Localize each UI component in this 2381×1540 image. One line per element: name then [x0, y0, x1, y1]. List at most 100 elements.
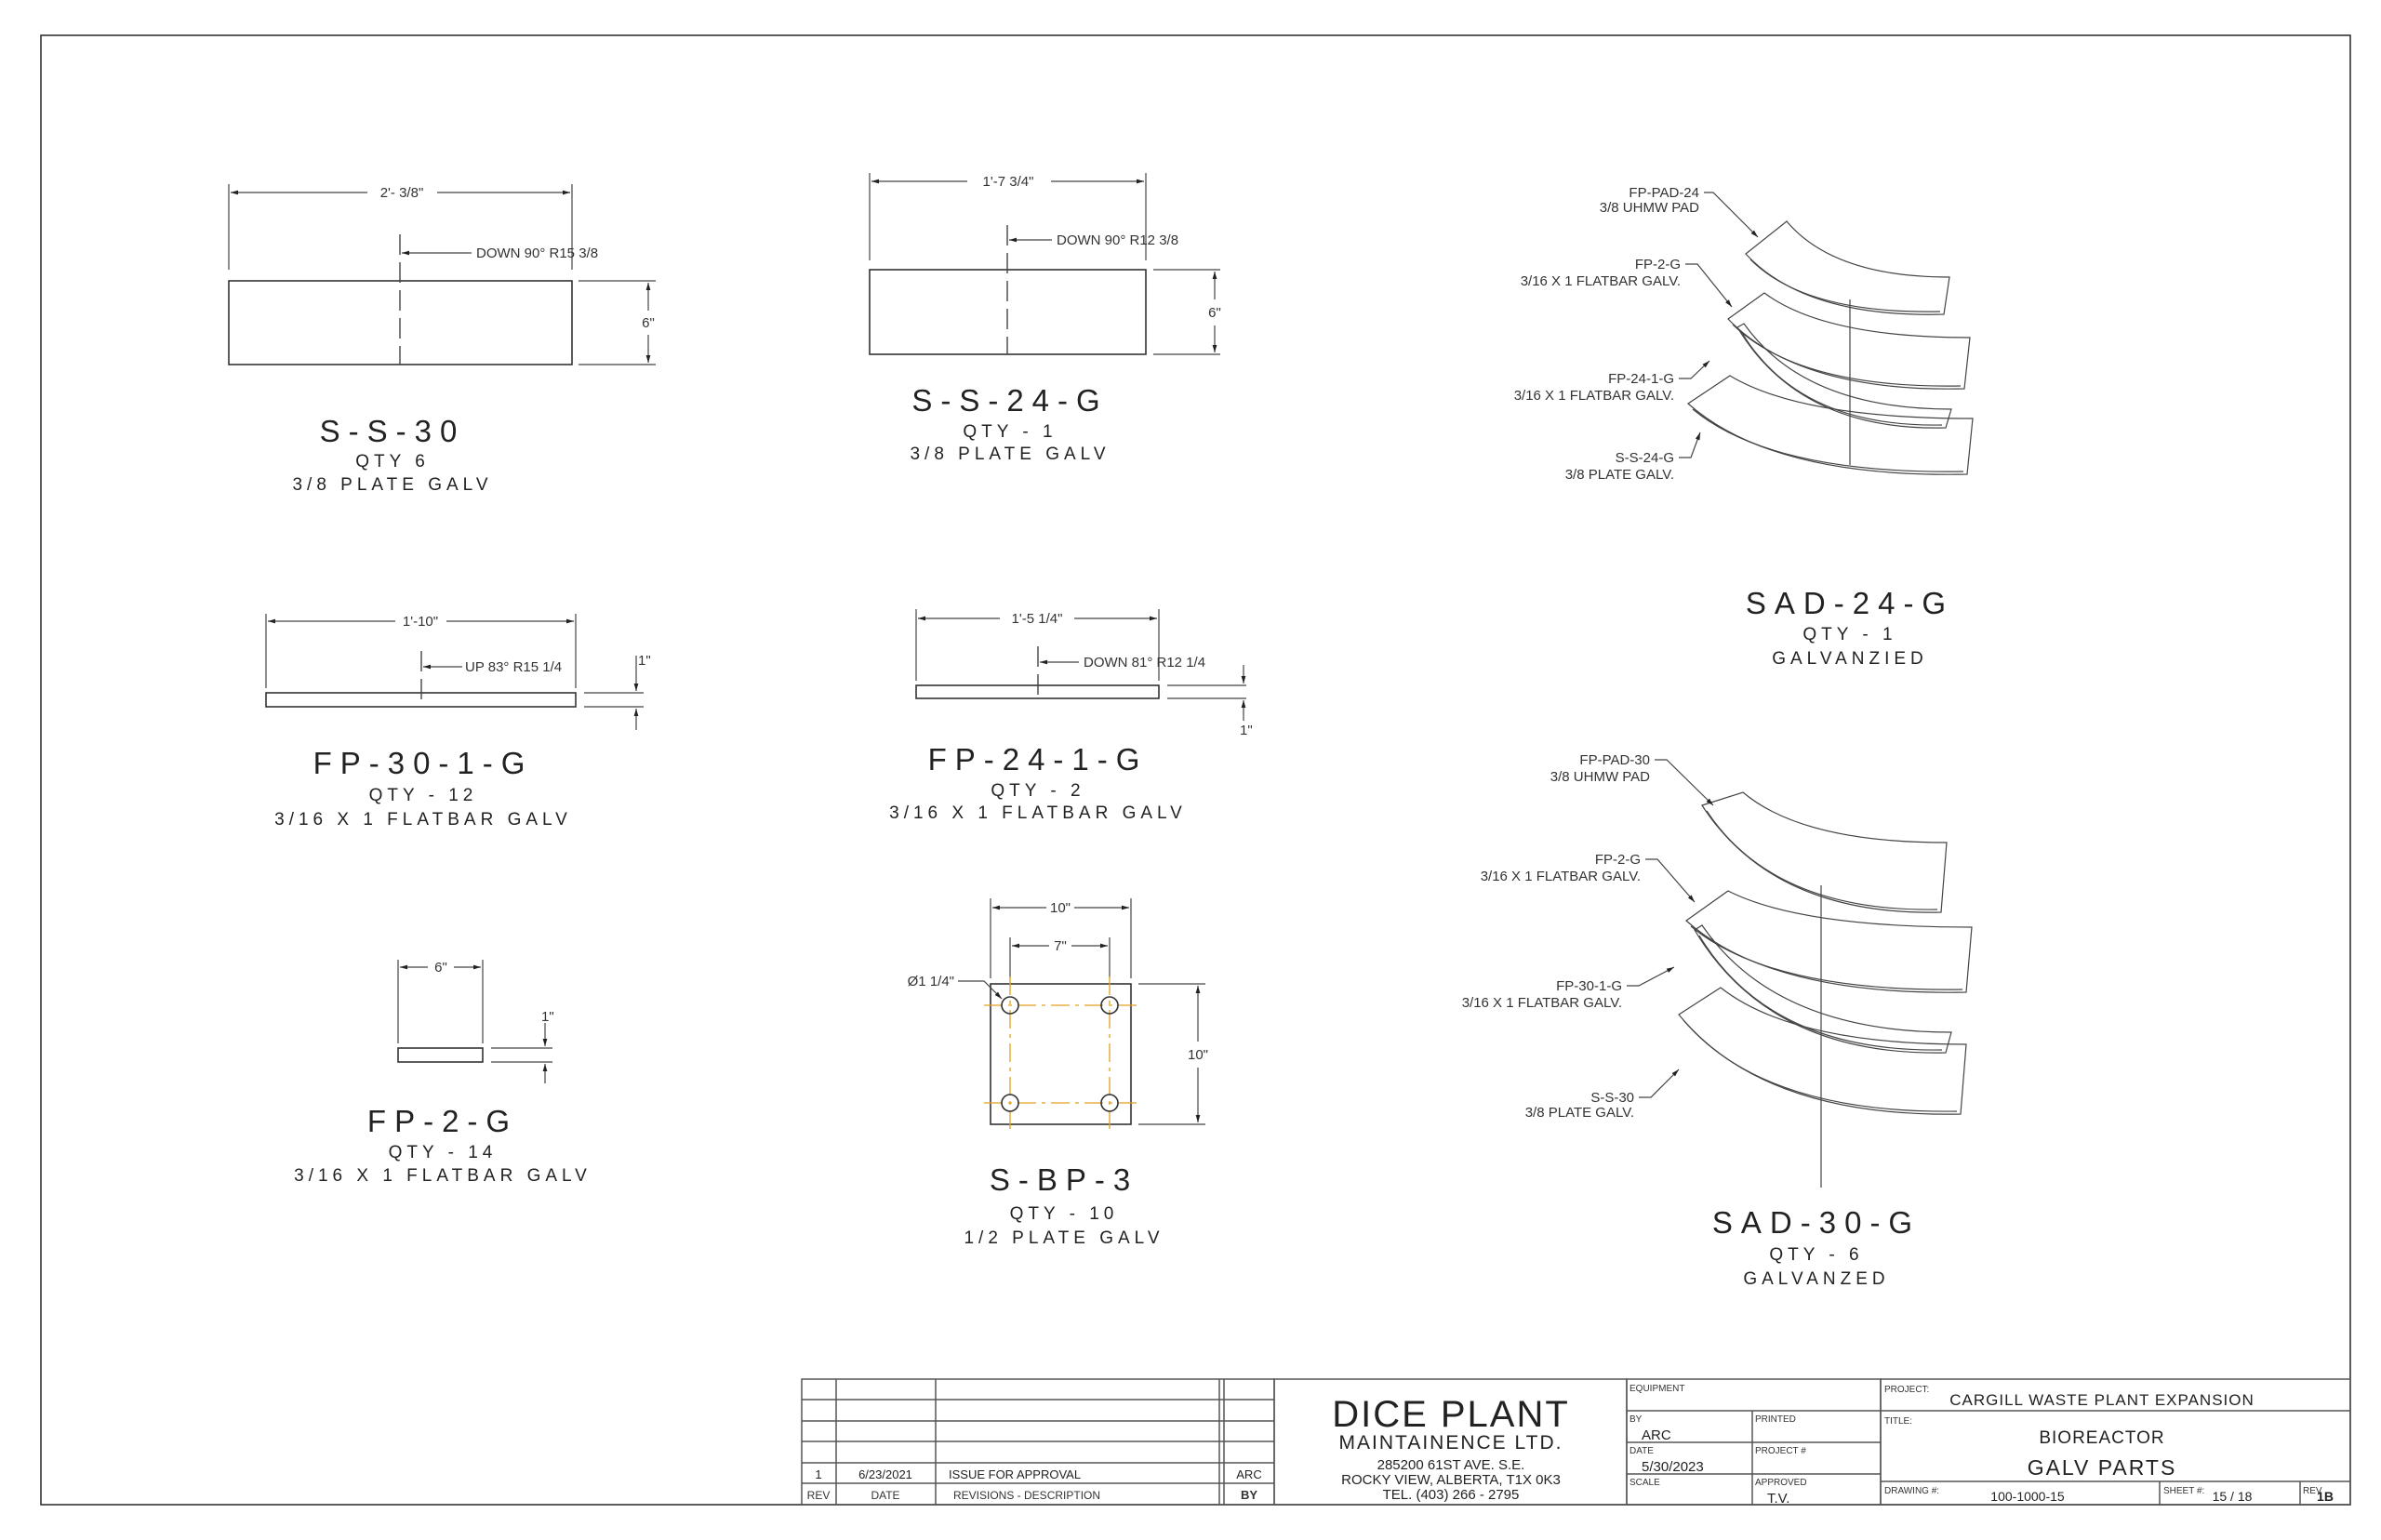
svg-text:REVISIONS - DESCRIPTION: REVISIONS - DESCRIPTION [953, 1489, 1100, 1502]
assembly-sad-30-g: FP-PAD-303/8 UHMW PAD FP-2-G3/16 X 1 FLA… [1462, 752, 1973, 1289]
bolt-hole [1100, 1094, 1119, 1112]
bolt-hole [1001, 1094, 1019, 1112]
length-dimension: 6" [434, 960, 447, 976]
svg-text:FP-24-1-G: FP-24-1-G [1608, 371, 1674, 387]
title-line-2: GALV PARTS [2028, 1455, 2177, 1480]
bolt-hole [1100, 996, 1119, 1015]
drawn-by: ARC [1642, 1427, 1671, 1443]
svg-text:SCALE: SCALE [1629, 1478, 1660, 1488]
svg-text:ISSUE FOR APPROVAL: ISSUE FOR APPROVAL [949, 1467, 1081, 1481]
end-bar [1727, 292, 1971, 390]
svg-text:FP-PAD-24: FP-PAD-24 [1629, 185, 1699, 201]
revision-table: 1 6/23/2021 ISSUE FOR APPROVAL ARC REV D… [801, 1378, 1275, 1506]
curved-flatbar-edge [1741, 332, 1943, 426]
height-dimension: 10" [1188, 1047, 1208, 1063]
svg-text:DATE: DATE [871, 1489, 899, 1502]
part-material: 1/2 PLATE GALV [964, 1228, 1164, 1248]
company-name-2: MAINTAINENCE LTD. [1339, 1432, 1563, 1454]
part-name: S-S-24-G [911, 383, 1108, 418]
svg-text:FP-PAD-30: FP-PAD-30 [1579, 752, 1650, 768]
curved-flatbar [1736, 323, 1952, 429]
company-address-1: 285200 61ST AVE. S.E. [1377, 1457, 1525, 1473]
end-bar [1685, 890, 1973, 993]
callout: S-S-303/8 PLATE GALV. [1525, 1069, 1680, 1121]
callout: FP-PAD-303/8 UHMW PAD [1550, 752, 1714, 806]
part-name: FP-24-1-G [928, 742, 1149, 777]
project-name: CARGILL WASTE PLANT EXPANSION [1949, 1391, 2255, 1409]
part-material: 3/16 X 1 FLATBAR GALV [294, 1166, 592, 1186]
curved-flatbar [1694, 924, 1952, 1054]
revision-code: 1B [2317, 1489, 2334, 1504]
bend-note: DOWN 90° R15 3/8 [476, 246, 598, 261]
bend-note: UP 83° R15 1/4 [465, 659, 562, 675]
curved-plate-edge [1692, 408, 1964, 472]
svg-text:ARC: ARC [1236, 1467, 1261, 1481]
svg-text:BY: BY [1629, 1414, 1643, 1425]
svg-text:3/16 X 1 FLATBAR GALV.: 3/16 X 1 FLATBAR GALV. [1462, 995, 1622, 1011]
svg-text:3/16 X 1 FLATBAR GALV.: 3/16 X 1 FLATBAR GALV. [1521, 273, 1681, 289]
svg-text:FP-2-G: FP-2-G [1595, 852, 1641, 868]
svg-text:S-S-30: S-S-30 [1590, 1090, 1634, 1106]
svg-text:REV: REV [2303, 1486, 2322, 1496]
callout: FP-2-G3/16 X 1 FLATBAR GALV. [1521, 257, 1733, 308]
part-fp-30-1-g: 1'-10" UP 83° R15 1/4 1" FP-30-1-G QTY -… [265, 614, 651, 830]
company-name: DICE PLANT [1332, 1394, 1570, 1435]
length-dimension: 2'- 3/8" [380, 185, 424, 201]
svg-text:DATE: DATE [1629, 1446, 1654, 1456]
part-name: S-S-30 [320, 414, 466, 448]
part-qty: QTY - 1 [963, 422, 1057, 442]
width-dimension: 6" [1208, 305, 1221, 321]
assembly-qty: QTY - 1 [1802, 625, 1896, 644]
part-fp-24-1-g: 1'-5 1/4" DOWN 81° R12 1/4 1" FP-24-1-G … [889, 609, 1253, 823]
uhmw-pad [1701, 791, 1948, 913]
assembly-material: GALVANZED [1743, 1269, 1889, 1289]
revision-header: REV DATE REVISIONS - DESCRIPTION BY [807, 1488, 1258, 1502]
svg-text:3/16 X 1 FLATBAR GALV.: 3/16 X 1 FLATBAR GALV. [1481, 869, 1641, 884]
approved-by: T.V. [1767, 1491, 1789, 1507]
width-dimension: 6" [642, 315, 655, 331]
svg-text:PROJECT #: PROJECT # [1755, 1446, 1806, 1456]
callout: FP-PAD-243/8 UHMW PAD [1600, 185, 1759, 238]
drawing-date: 5/30/2023 [1642, 1459, 1704, 1475]
part-qty: QTY 6 [355, 452, 430, 471]
svg-text:PROJECT:: PROJECT: [1884, 1385, 1929, 1395]
width-dimension: 10" [1050, 900, 1071, 916]
part-qty: QTY - 12 [369, 786, 478, 805]
bend-note: DOWN 90° R12 3/8 [1057, 232, 1178, 248]
part-material: 3/8 PLATE GALV [910, 445, 1110, 464]
company-block: DICE PLANT MAINTAINENCE LTD. 285200 61ST… [1273, 1378, 1628, 1506]
part-qty: QTY - 10 [1010, 1204, 1119, 1224]
uhmw-pad-edge [1749, 259, 1941, 312]
length-dimension: 1'-10" [403, 614, 438, 630]
part-name: S-BP-3 [990, 1162, 1138, 1197]
uhmw-pad-edge [1706, 810, 1938, 910]
part-name: FP-2-G [367, 1104, 518, 1138]
svg-text:FP-2-G: FP-2-G [1635, 257, 1681, 272]
assembly-sad-24-g: FP-PAD-243/8 UHMW PAD FP-2-G3/16 X 1 FLA… [1514, 185, 1974, 669]
width-dimension: 1" [1240, 723, 1253, 738]
part-s-s-24-g: 1'-7 3/4" DOWN 90° R12 3/8 6" S-S-24-G Q… [869, 173, 1221, 464]
svg-text:APPROVED: APPROVED [1755, 1478, 1807, 1488]
end-bar-edge [1732, 324, 1962, 387]
svg-text:TITLE:: TITLE: [1884, 1416, 1912, 1427]
assembly-name: SAD-24-G [1746, 586, 1954, 620]
svg-text:REV: REV [807, 1489, 831, 1502]
callout: FP-2-G3/16 X 1 FLATBAR GALV. [1481, 852, 1696, 903]
end-bar-edge [1690, 925, 1963, 990]
company-address-2: ROCKY VIEW, ALBERTA, T1X 0K3 [1341, 1472, 1561, 1488]
svg-text:S-S-24-G: S-S-24-G [1616, 450, 1674, 466]
company-phone: TEL. (403) 266 - 2795 [1383, 1487, 1520, 1503]
svg-text:3/8 UHMW PAD: 3/8 UHMW PAD [1600, 200, 1699, 216]
part-material: 3/16 X 1 FLATBAR GALV [889, 803, 1187, 823]
curved-plate [1687, 375, 1974, 475]
assembly-name: SAD-30-G [1712, 1205, 1921, 1240]
hole-spacing-dimension: 7" [1054, 938, 1067, 954]
part-fp-2-g: 6" 1" FP-2-G QTY - 14 3/16 X 1 FLATBAR G… [294, 960, 592, 1186]
svg-text:DRAWING #:: DRAWING #: [1884, 1486, 1939, 1496]
svg-text:3/16 X 1 FLATBAR GALV.: 3/16 X 1 FLATBAR GALV. [1514, 388, 1674, 404]
svg-text:3/8 PLATE GALV.: 3/8 PLATE GALV. [1525, 1105, 1634, 1121]
part-material: 3/8 PLATE GALV [292, 475, 492, 495]
part-name: FP-30-1-G [313, 746, 534, 780]
svg-text:3/8 PLATE GALV.: 3/8 PLATE GALV. [1565, 467, 1674, 483]
